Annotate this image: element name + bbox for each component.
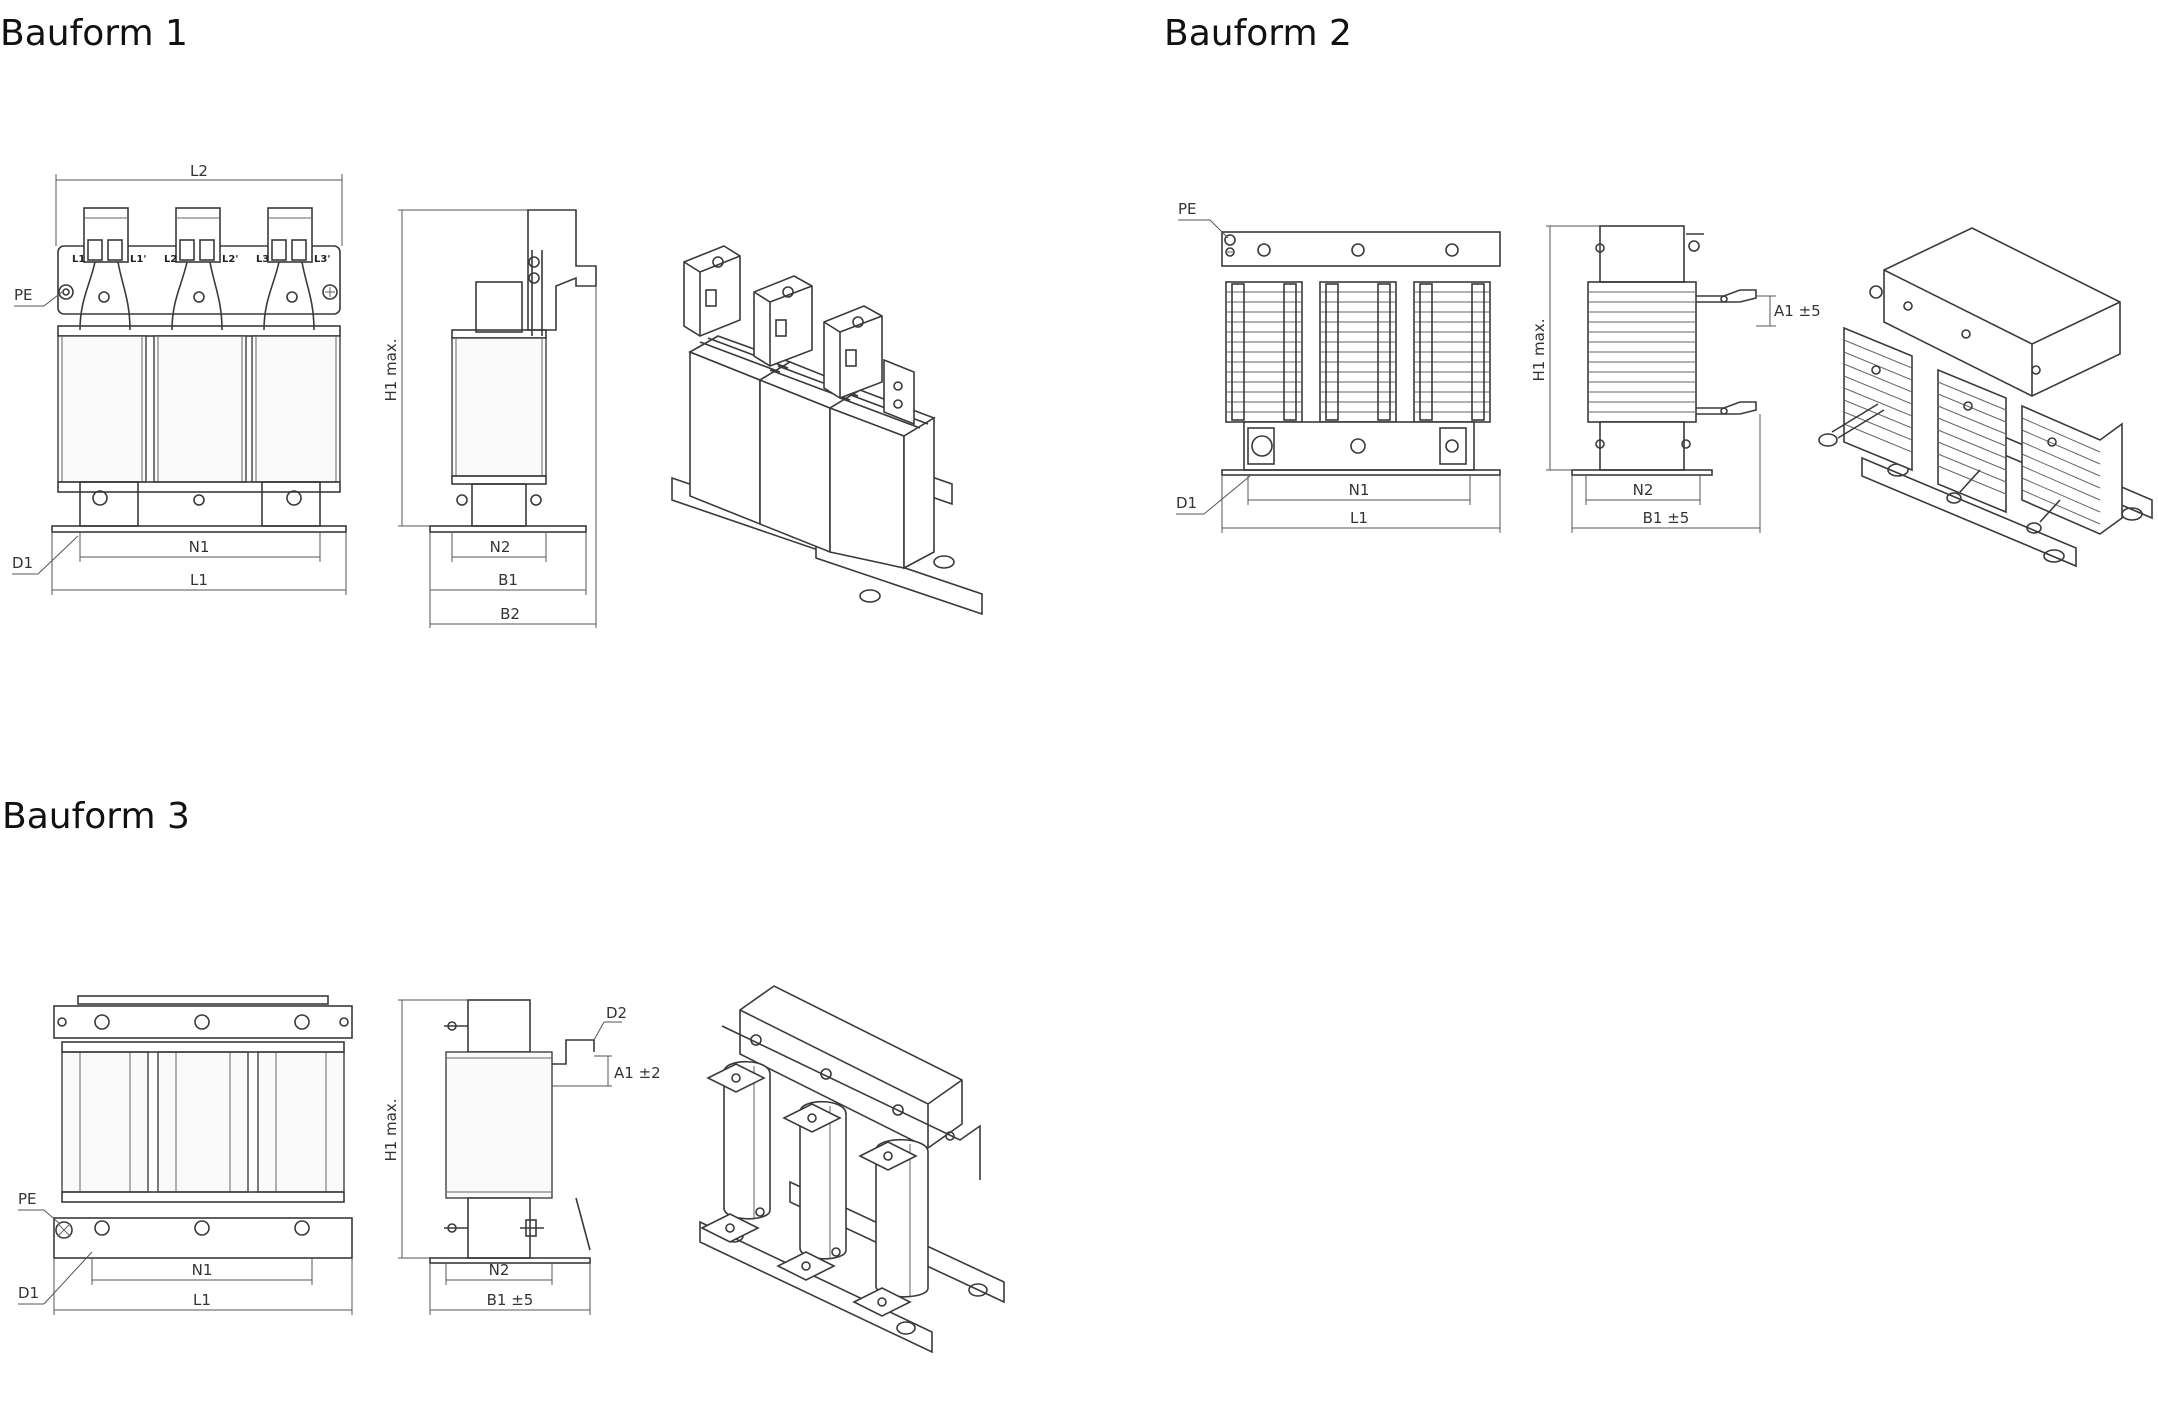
bauform-2-iso-view: [1818, 227, 2153, 568]
dim-label-A1-b2: A1 ±5: [1774, 302, 1821, 320]
terminal-label-L3: L3: [256, 254, 269, 265]
dim-label-N1-b2: N1: [1349, 481, 1370, 499]
pe-label-b2: PE: [1178, 200, 1197, 218]
bauform-2-front-view: PE D1 N1 L1: [1176, 200, 1501, 533]
dim-label-L1: L1: [190, 571, 208, 589]
bauform-1-side-view: H1 max. N2 B1 B2: [382, 209, 597, 628]
bauform-3-title: Bauform 3: [2, 796, 190, 837]
dim-label-B1-b3: B1 ±5: [487, 1291, 534, 1309]
d1-label: D1: [12, 554, 33, 572]
bauform-2-title: Bauform 2: [1164, 13, 1352, 54]
bauform-3-front-view: PE D1 N1 L1: [18, 995, 353, 1315]
terminal-label-L2: L2: [164, 254, 177, 265]
pe-label-b3: PE: [18, 1190, 37, 1208]
terminal-label-L2p: L2': [222, 254, 238, 265]
dim-label-N2-b3: N2: [489, 1261, 510, 1279]
dim-label-B1-b2: B1 ±5: [1643, 509, 1690, 527]
terminal-label-L1: L1: [72, 254, 85, 265]
dim-label-N1: N1: [189, 538, 210, 556]
dim-label-H1: H1 max.: [382, 338, 400, 401]
dim-label-B1: B1: [498, 571, 518, 589]
terminal-label-L3p: L3': [314, 254, 330, 265]
dim-label-A1-b3: A1 ±2: [614, 1064, 661, 1082]
bauform-2-side-view: H1 max. A1 ±5 N2 B1 ±5: [1530, 225, 1821, 533]
dim-label-H1-b3: H1 max.: [382, 1098, 400, 1161]
bauform-1-front-view: L2 L1 L1' L2 L2' L3 L3' PE: [12, 162, 347, 595]
bauform-3-side-view: H1 max. D2 A1 ±2 N2 B1 ±5: [382, 999, 661, 1315]
dim-label-H1-b2: H1 max.: [1530, 318, 1548, 381]
bauform-1-iso-view: [671, 245, 983, 616]
dim-label-L1-b3: L1: [193, 1291, 211, 1309]
bauform-3-iso-view: [699, 985, 1005, 1354]
dim-label-L2: L2: [190, 162, 208, 180]
dim-label-B2: B2: [500, 605, 520, 623]
d1-label-b2: D1: [1176, 494, 1197, 512]
dim-label-N1-b3: N1: [192, 1261, 213, 1279]
pe-label: PE: [14, 286, 33, 304]
dim-label-N2-b2: N2: [1633, 481, 1654, 499]
bauform-1-title: Bauform 1: [0, 13, 188, 54]
dim-label-D2-b3: D2: [606, 1004, 627, 1022]
terminal-label-L1p: L1': [130, 254, 146, 265]
dim-label-L1-b2: L1: [1350, 509, 1368, 527]
b2-coils: [1225, 281, 1491, 423]
d1-label-b3: D1: [18, 1284, 39, 1302]
dim-label-N2: N2: [490, 538, 511, 556]
